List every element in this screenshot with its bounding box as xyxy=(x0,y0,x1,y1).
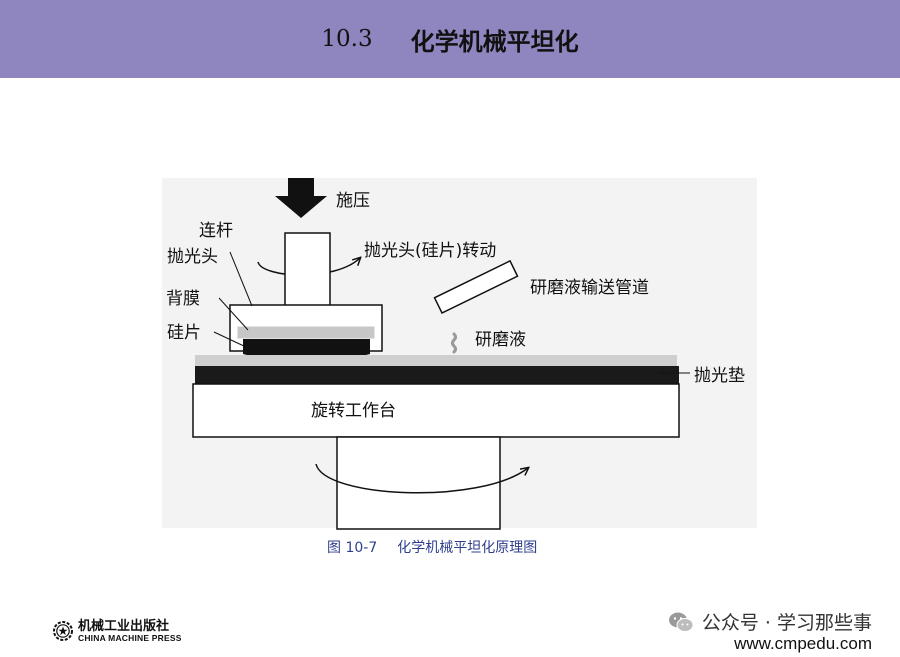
label-wafer: 硅片 xyxy=(167,323,201,343)
section-number: 10.3 xyxy=(321,26,373,52)
label-polishing-pad: 抛光垫 xyxy=(694,366,745,386)
wechat-icon xyxy=(668,612,694,632)
backing-film xyxy=(237,326,375,339)
leader-backing-film xyxy=(218,297,249,331)
wafer xyxy=(243,339,370,356)
leader-polishing-head xyxy=(229,251,253,307)
table-rotation-arrow-icon xyxy=(315,463,528,494)
label-pressure: 施压 xyxy=(336,191,370,211)
label-head-rotation: 抛光头(硅片)转动 xyxy=(364,241,496,261)
title-bar: 10.3 化学机械平坦化 xyxy=(0,0,900,78)
publisher-logo: 机械工业出版社 CHINA MACHINE PRESS xyxy=(52,620,182,643)
section-title: 化学机械平坦化 xyxy=(410,27,579,56)
label-backing-film: 背膜 xyxy=(166,289,200,309)
gear-star-icon xyxy=(53,621,73,642)
polishing-pad-top-layer xyxy=(195,355,677,367)
watermark-text: 公众号 · 学习那些事 xyxy=(701,612,872,634)
label-link-rod: 连杆 xyxy=(199,221,233,241)
publisher-name-cn: 机械工业出版社 xyxy=(78,619,170,634)
polishing-pad xyxy=(195,366,679,385)
label-slurry-pipe: 研磨液输送管道 xyxy=(530,278,649,298)
label-polishing-head: 抛光头 xyxy=(167,247,218,267)
link-rod xyxy=(284,232,331,307)
rotating-table xyxy=(192,383,680,438)
figure-caption-text: 化学机械平坦化原理图 xyxy=(397,540,538,556)
wechat-watermark: 公众号 · 学习那些事 xyxy=(668,608,872,635)
figure-number: 图 10-7 xyxy=(327,540,378,556)
slurry-drop-icon xyxy=(451,332,457,354)
figure-caption: 图 10-7 化学机械平坦化原理图 xyxy=(327,537,537,557)
label-slurry: 研磨液 xyxy=(475,330,526,350)
publisher-name-en: CHINA MACHINE PRESS xyxy=(78,633,182,643)
website-url: www.cmpedu.com xyxy=(734,634,872,653)
leader-wafer xyxy=(213,331,247,348)
slurry-pipe xyxy=(433,259,519,315)
table-spindle xyxy=(336,436,501,530)
pressure-arrow-icon xyxy=(275,178,327,218)
label-rotating-table: 旋转工作台 xyxy=(311,401,396,421)
